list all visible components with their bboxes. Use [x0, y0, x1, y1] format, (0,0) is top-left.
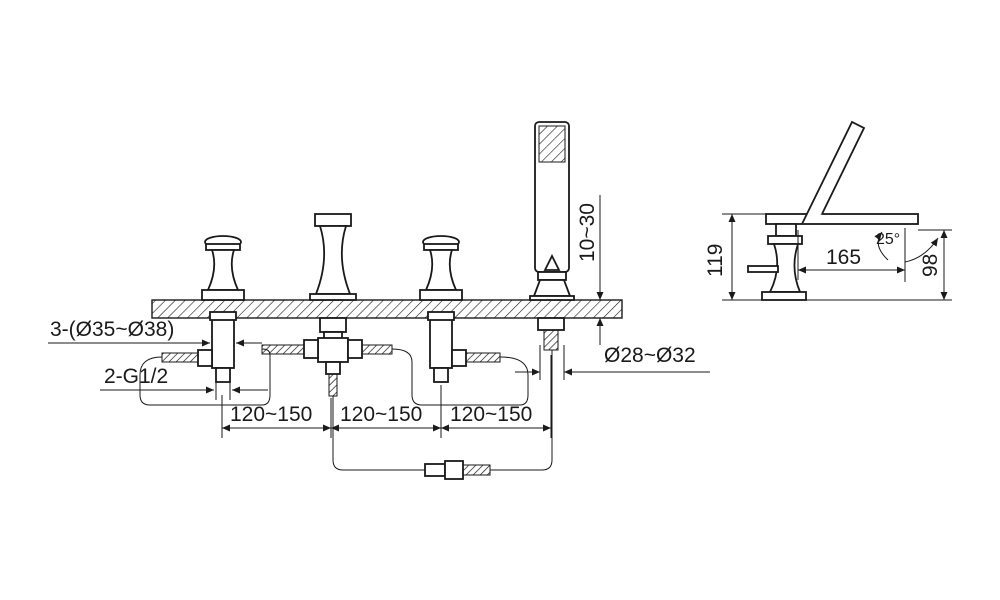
- connection-hoses: [139, 348, 553, 480]
- left-handle-valve: [201, 235, 245, 383]
- spacing-3-label: 120~150: [450, 403, 532, 426]
- valve-hole-dimension: 3-(Ø35~Ø38): [48, 318, 262, 347]
- left-inlet-hose: [161, 349, 213, 367]
- diverter-manifold: [261, 337, 393, 397]
- spout-reach-dimension: 165: [797, 228, 906, 282]
- deck-thickness-dimension: 10~30: [576, 195, 622, 345]
- spout-reach-label: 165: [826, 246, 861, 269]
- spacing-1-label: 120~150: [230, 403, 312, 426]
- rotation-angle-label: 25°: [876, 231, 900, 248]
- spacing-dimensions: 120~150 120~150 120~150: [221, 355, 552, 438]
- hand-shower: [529, 121, 575, 351]
- spout-height-label: 119: [704, 244, 727, 277]
- handle-height-label: 98: [919, 254, 942, 277]
- valve-hole-label: 3-(Ø35~Ø38): [50, 318, 174, 341]
- spout-height-dimension: 119: [704, 213, 766, 301]
- inlet-thread-label: 2-G1/2: [104, 365, 168, 388]
- center-spout: [309, 213, 357, 359]
- deck-section: [151, 299, 623, 319]
- handle-height-dimension: 98: [806, 229, 952, 301]
- deck-thickness-label: 10~30: [576, 203, 599, 262]
- spacing-2-label: 120~150: [340, 403, 422, 426]
- side-view: 25°: [747, 120, 939, 301]
- inlet-thread-dimension: 2-G1/2: [100, 365, 268, 400]
- right-handle-valve: [419, 235, 501, 383]
- shower-hole-label: Ø28~Ø32: [604, 344, 696, 367]
- shower-hole-dimension: Ø28~Ø32: [515, 344, 710, 380]
